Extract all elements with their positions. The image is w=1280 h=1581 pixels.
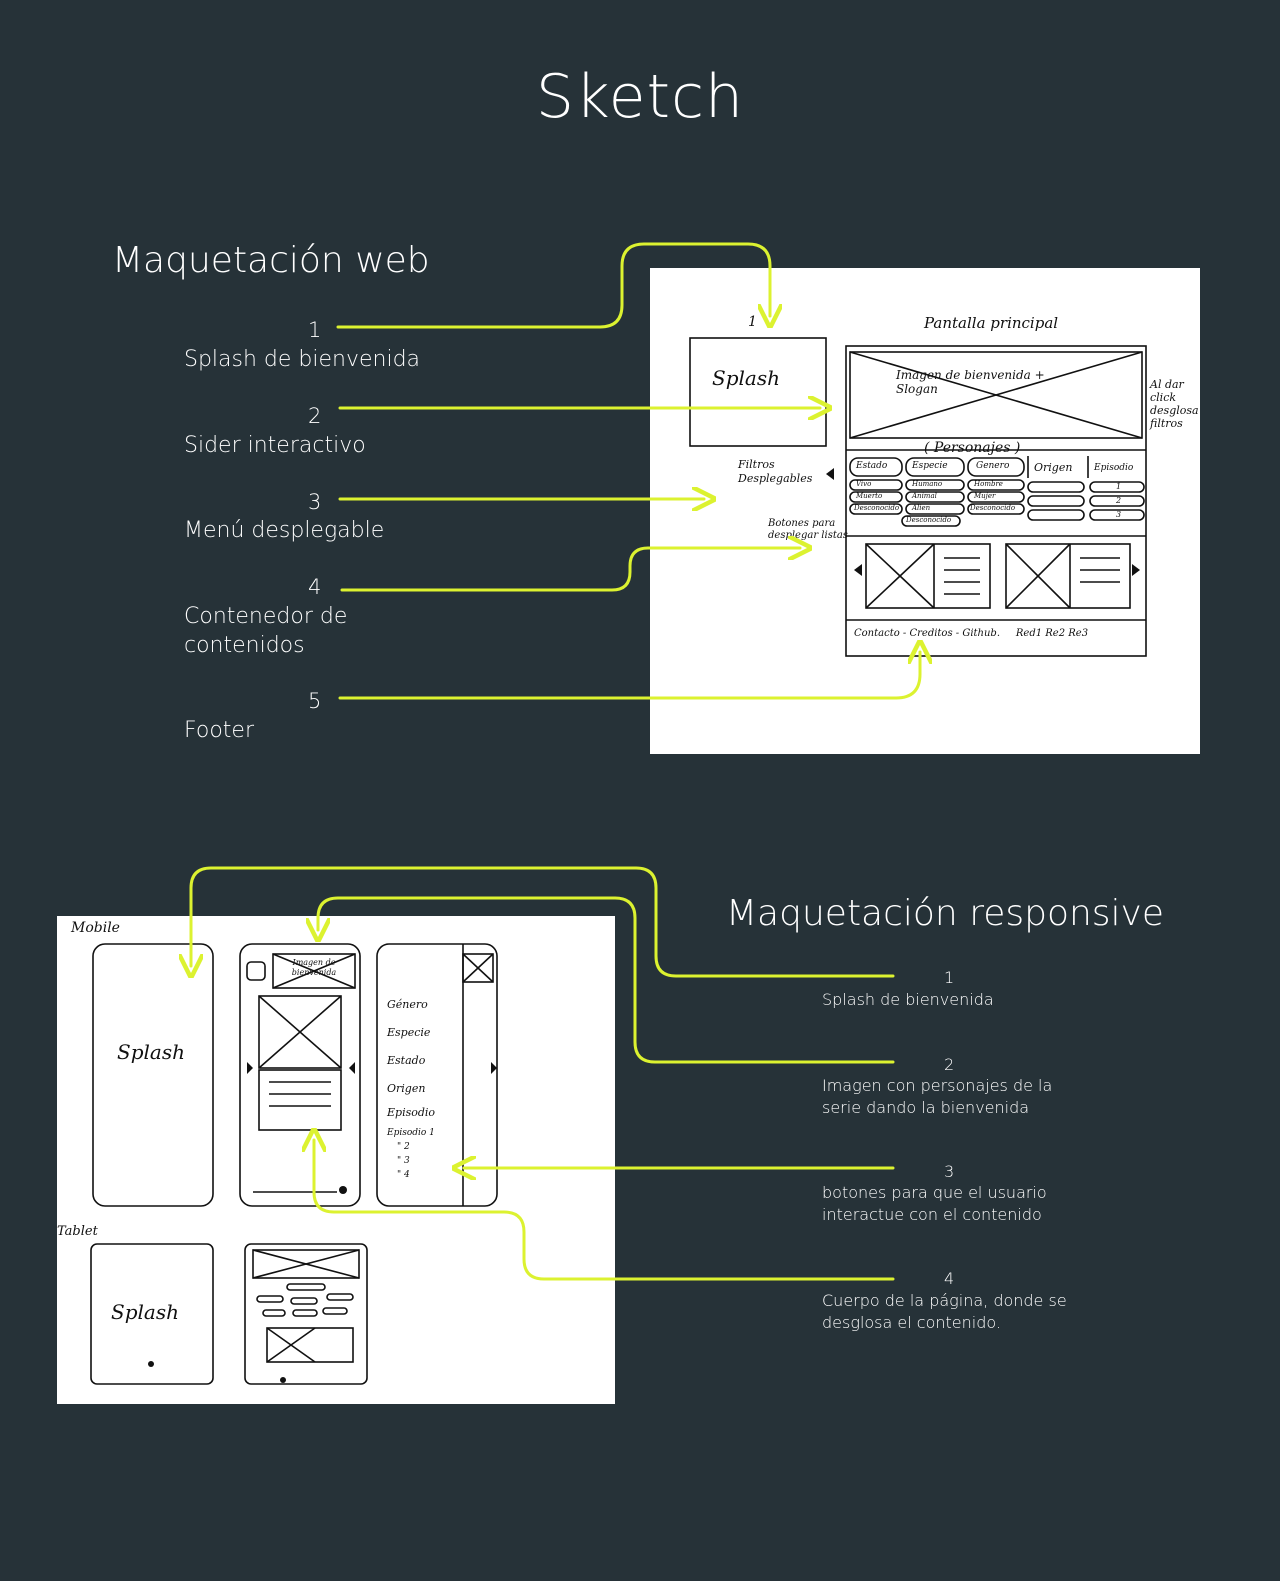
web-sketch-option: Alien bbox=[912, 504, 931, 512]
web-sketch-option: Animal bbox=[912, 492, 937, 500]
responsive-item-label: botones para que el usuario interactue c… bbox=[822, 1183, 1047, 1224]
web-sketch-option: Desconocido bbox=[906, 516, 952, 524]
responsive-item-number: 3 bbox=[944, 1162, 955, 1181]
responsive-sketch-episode: Episodio 1 bbox=[387, 1128, 435, 1138]
responsive-sketch-menu-item: Estado bbox=[387, 1054, 426, 1067]
web-sketch-option: Vivo bbox=[856, 480, 872, 488]
web-sketch-filter: Origen bbox=[1034, 461, 1073, 474]
web-sketch-side-note: Al dar click desglosa filtros bbox=[1150, 378, 1199, 430]
responsive-sketch-tablet-label: Tablet bbox=[57, 1224, 98, 1239]
responsive-sketch-menu-item: Origen bbox=[387, 1082, 426, 1095]
web-sketch-filter: Episodio bbox=[1094, 463, 1134, 473]
responsive-section-heading: Maquetación responsive bbox=[726, 893, 1165, 934]
web-sketch-option: Hombre bbox=[974, 480, 1003, 488]
responsive-sketch-menu-item: Especie bbox=[387, 1026, 431, 1039]
responsive-sketch-banner: Imagen de bienvenida bbox=[291, 958, 337, 977]
page-title: Sketch bbox=[535, 62, 745, 132]
responsive-item-label: Cuerpo de la página, donde se desglosa e… bbox=[822, 1291, 1067, 1332]
web-sketch-option: Desconocido bbox=[970, 504, 1016, 512]
web-item-label: Footer bbox=[184, 718, 254, 743]
web-sketch-option: 3 bbox=[1116, 510, 1122, 519]
web-section-heading: Maquetación web bbox=[112, 240, 430, 281]
web-sketch-filter: Genero bbox=[976, 461, 1010, 471]
web-sketch-buttons-note: Botones para desplegar listas bbox=[768, 518, 848, 541]
responsive-sketch-episode: " 2 bbox=[397, 1142, 410, 1152]
web-item-number: 4 bbox=[308, 575, 322, 599]
web-sketch-splash: Splash bbox=[712, 366, 780, 390]
responsive-sketch-splash: Splash bbox=[117, 1040, 185, 1064]
web-item-label: Splash de bienvenida bbox=[184, 347, 421, 372]
responsive-sketch-image: Mobile Tablet Splash Splash Imagen de bi… bbox=[57, 916, 615, 1404]
web-item-label: Menú desplegable bbox=[184, 518, 385, 543]
web-item-number: 3 bbox=[308, 490, 322, 514]
responsive-sketch-drawing bbox=[90, 943, 498, 1385]
web-item-label: Sider interactivo bbox=[184, 433, 366, 458]
responsive-sketch-splash: Splash bbox=[111, 1300, 179, 1324]
responsive-item-number: 1 bbox=[944, 968, 955, 987]
web-item-label: Contenedor de contenidos bbox=[184, 604, 348, 658]
web-item-number: 1 bbox=[308, 318, 322, 342]
web-sketch-number: 1 bbox=[748, 314, 757, 330]
web-sketch-option: 2 bbox=[1116, 496, 1122, 505]
web-sketch-option: Desconocido bbox=[854, 504, 900, 512]
web-sketch-footer: Contacto - Creditos - Github. Red1 Re2 R… bbox=[854, 628, 1089, 639]
responsive-item-number: 2 bbox=[944, 1055, 955, 1074]
responsive-sketch-mobile-label: Mobile bbox=[71, 920, 120, 936]
web-sketch-option: Muerto bbox=[856, 492, 883, 500]
responsive-sketch-menu-item: Género bbox=[387, 998, 428, 1011]
web-sketch-drawing bbox=[689, 337, 1147, 657]
responsive-sketch-menu-item: Episodio bbox=[387, 1106, 436, 1119]
web-sketch-option: 1 bbox=[1116, 482, 1122, 491]
web-sketch-option: Mujer bbox=[974, 492, 996, 500]
web-sketch-filters-note: Filtros Desplegables bbox=[738, 458, 813, 485]
web-sketch-option: Humano bbox=[912, 480, 943, 488]
web-sketch-image: 1 Pantalla principal Splash Imagen de bi… bbox=[650, 268, 1200, 754]
web-sketch-filter: Especie bbox=[912, 461, 948, 471]
web-sketch-screen-title: Pantalla principal bbox=[924, 314, 1059, 332]
responsive-sketch-episode: " 3 bbox=[397, 1156, 410, 1166]
web-sketch-characters: ( Personajes ) bbox=[924, 440, 1021, 456]
responsive-item-label: Imagen con personajes de la serie dando … bbox=[822, 1076, 1053, 1117]
responsive-item-label: Splash de bienvenida bbox=[822, 990, 994, 1009]
web-sketch-banner: Imagen de bienvenida + Slogan bbox=[896, 368, 1045, 396]
responsive-sketch-episode: " 4 bbox=[397, 1170, 410, 1180]
responsive-item-number: 4 bbox=[944, 1269, 955, 1288]
web-item-number: 5 bbox=[308, 689, 322, 713]
web-item-number: 2 bbox=[308, 404, 322, 428]
web-sketch-filter: Estado bbox=[856, 461, 888, 471]
